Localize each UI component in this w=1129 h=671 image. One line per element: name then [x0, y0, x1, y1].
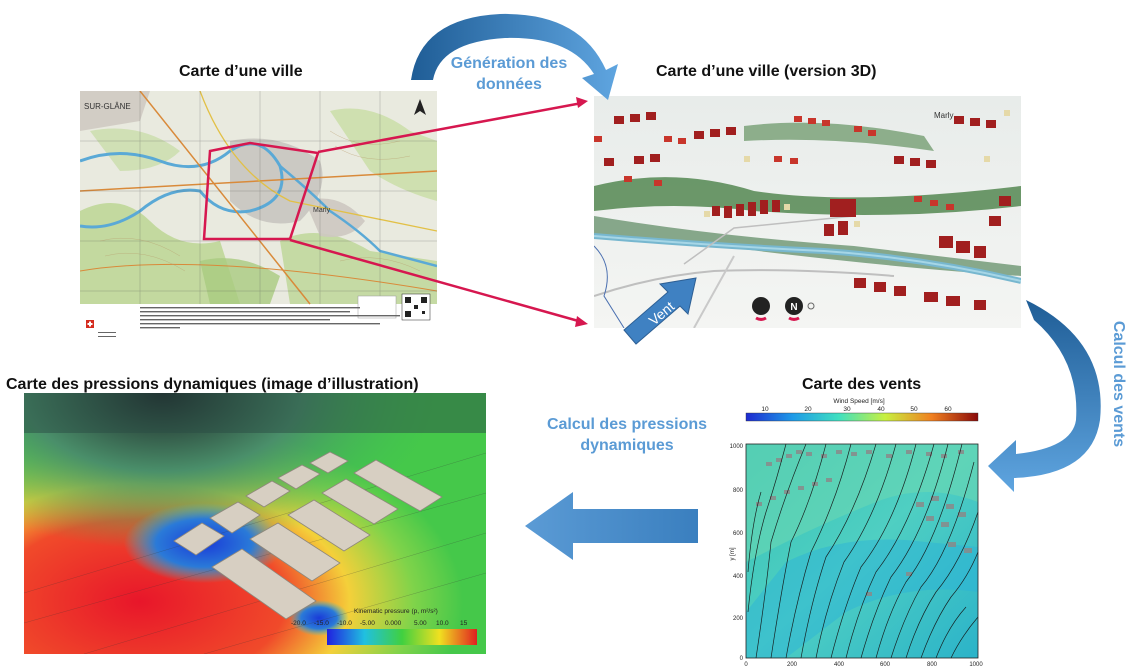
- title-city-map: Carte d’une ville: [179, 63, 303, 80]
- arrow-wind-calc: [988, 300, 1101, 492]
- wind-plot-area: [745, 443, 979, 659]
- arrow-generation: [411, 13, 618, 100]
- wind-colorbar-tick-0: 10: [761, 406, 769, 413]
- topographic-map-svg: SUR-GLÂNE Marly: [80, 91, 437, 344]
- compass-letter: N: [790, 302, 797, 313]
- map2d-town-label-right: Marly: [313, 207, 331, 214]
- city-3d-town-label: Marly: [934, 111, 954, 120]
- wind-direction-arrow: Vent: [618, 270, 710, 350]
- pressure-cfd-svg: Kinematic pressure (p, m²/s²) -20.0 -15.…: [24, 393, 486, 654]
- map2d-town-label-left: SUR-GLÂNE: [84, 102, 131, 111]
- wind-colorbar-tick-2: 30: [843, 406, 851, 413]
- rotate-icon[interactable]: [752, 297, 770, 321]
- wind-x-tick-4: 800: [927, 662, 938, 668]
- title-wind-map: Carte des vents: [802, 376, 922, 393]
- topographic-map: SUR-GLÂNE Marly: [80, 91, 437, 344]
- step-label-pressure-calc: Calcul des pressions dynamiques: [522, 414, 732, 456]
- pressure-tick-2: -10.0: [337, 620, 352, 627]
- pressure-tick-7: 15: [460, 620, 468, 627]
- wind-colorbar-tick-1: 20: [804, 406, 812, 413]
- wind-y-tick-5: 1000: [730, 444, 744, 450]
- step-label-pressure-calc-line2: dynamiques: [580, 437, 674, 454]
- title-city-map-3d: Carte d’une ville (version 3D): [656, 63, 877, 80]
- wind-colorbar: [745, 412, 979, 422]
- pressure-tick-5: 5.00: [414, 620, 427, 627]
- buildings-3d: [594, 110, 1011, 310]
- pressure-tick-1: -15.0: [314, 620, 329, 627]
- step-label-pressure-calc-line1: Calcul des pressions: [546, 416, 708, 433]
- pressure-tick-3: -5.00: [360, 620, 375, 627]
- cfd-buildings: [173, 451, 443, 620]
- wind-x-tick-3: 600: [880, 662, 891, 668]
- arrow-pressure-calc: [525, 492, 698, 560]
- wind-colorbar-tick-5: 60: [944, 406, 952, 413]
- wind-y-axis-label: y [m]: [730, 547, 736, 560]
- city-3d-view: Marly N: [594, 96, 1021, 328]
- wind-x-tick-0: 0: [744, 662, 748, 668]
- wind-y-tick-2: 400: [733, 574, 744, 580]
- wind-y-tick-0: 0: [740, 656, 744, 662]
- wind-colorbar-tick-3: 40: [877, 406, 885, 413]
- selection-connector-lines: [289, 97, 588, 327]
- pressure-colorbar: [327, 629, 477, 645]
- wind-y-tick-3: 600: [733, 531, 744, 537]
- pressure-tick-6: 10.0: [436, 620, 449, 627]
- wind-colorbar-title: Wind Speed [m/s]: [833, 398, 884, 405]
- wind-colorbar-tick-4: 50: [910, 406, 918, 413]
- step-label-generation-line2: données: [476, 76, 542, 93]
- compass-icon[interactable]: N: [785, 297, 815, 321]
- pressure-cfd-image: Kinematic pressure (p, m²/s²) -20.0 -15.…: [24, 393, 486, 654]
- wind-y-tick-1: 200: [733, 616, 744, 622]
- wind-x-tick-2: 400: [834, 662, 845, 668]
- wind-y-tick-4: 800: [733, 488, 744, 494]
- wind-x-tick-1: 200: [787, 662, 798, 668]
- wind-speed-chart: Wind Speed [m/s] 10 20 30 40 50 60: [726, 392, 990, 668]
- step-label-generation: Génération des données: [436, 53, 582, 95]
- city-3d-view-svg: Marly N: [594, 96, 1021, 328]
- wind-speed-chart-svg: Wind Speed [m/s] 10 20 30 40 50 60: [730, 398, 984, 668]
- step-label-generation-line1: Génération des: [450, 55, 568, 72]
- pressure-colorbar-title: Kinematic pressure (p, m²/s²): [354, 608, 438, 615]
- pressure-tick-0: -20.0: [291, 620, 306, 627]
- pressure-tick-4: 0.000: [385, 620, 402, 627]
- wind-x-tick-5: 1000: [969, 662, 983, 668]
- title-pressure-map: Carte des pressions dynamiques (image d’…: [6, 376, 419, 393]
